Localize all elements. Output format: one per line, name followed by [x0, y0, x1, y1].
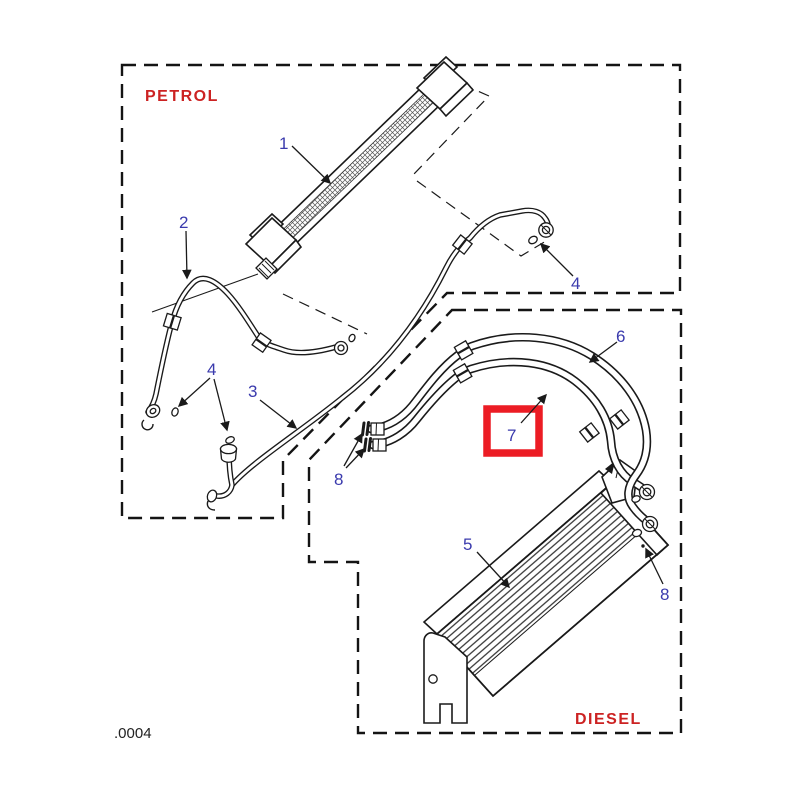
callout-8-right[interactable]: 8	[660, 585, 669, 604]
callout-4-left[interactable]: 4	[207, 360, 216, 379]
callout-3[interactable]: 3	[248, 382, 257, 401]
washer-4a	[171, 407, 179, 417]
diesel-region-boundary	[307, 308, 683, 735]
callout-4-right[interactable]: 4	[571, 274, 580, 293]
leader-lines	[177, 145, 664, 589]
callout-1[interactable]: 1	[279, 134, 288, 153]
cooler-bracket-left	[423, 632, 468, 724]
hose-end-clip	[141, 419, 154, 431]
leader-dot	[641, 544, 645, 548]
callout-7[interactable]: 7	[507, 426, 516, 445]
diesel-oil-cooler	[422, 458, 670, 724]
alignment-line-stud	[151, 273, 259, 313]
washer-small	[348, 333, 356, 343]
petrol-hose-2	[141, 279, 349, 431]
alignment-dash-right	[416, 180, 547, 257]
petrol-region-boundary	[120, 63, 682, 520]
diesel-hose-nuts	[638, 483, 659, 533]
callout-8-left[interactable]: 8	[334, 470, 343, 489]
alignment-dash-lower	[282, 293, 368, 335]
petrol-oil-cooler	[244, 55, 475, 280]
diesel-region-label: DIESEL	[575, 711, 642, 728]
callout-5[interactable]: 5	[463, 535, 472, 554]
washer-8c	[631, 495, 641, 503]
petrol-pipe-3	[206, 210, 554, 511]
highlight-box-part7[interactable]	[483, 405, 543, 457]
washer-4c	[528, 235, 538, 245]
callout-6[interactable]: 6	[616, 327, 625, 346]
washer-8d	[631, 528, 643, 538]
petrol-region-label: PETROL	[145, 88, 219, 105]
page-footnote: .0004	[114, 725, 152, 742]
washer-4b	[225, 436, 235, 444]
callout-2[interactable]: 2	[179, 213, 188, 232]
